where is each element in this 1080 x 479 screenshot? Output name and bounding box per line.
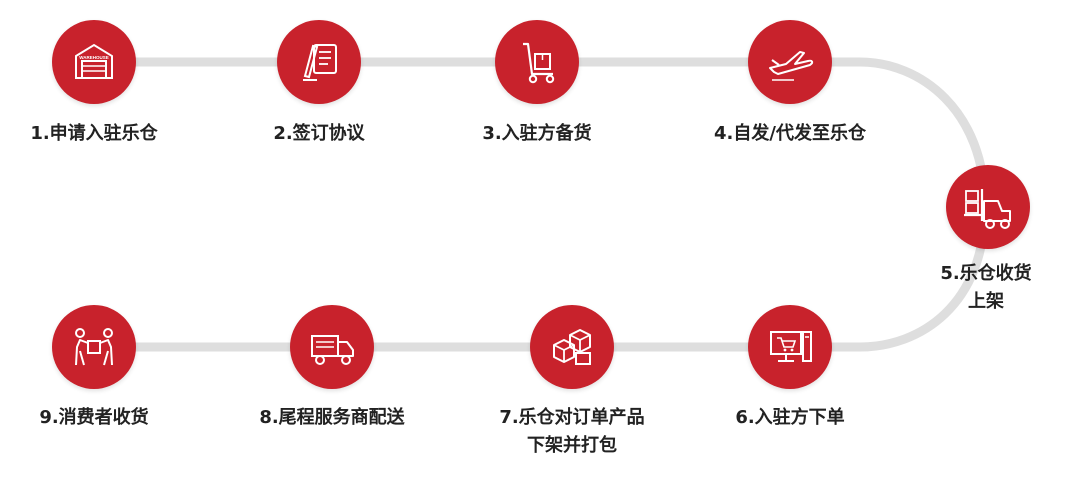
step-3-circle xyxy=(495,20,579,104)
boxes-icon xyxy=(553,329,591,365)
step-9-circle xyxy=(52,305,136,389)
person-receiving-icon xyxy=(75,328,113,366)
step-8-circle xyxy=(290,305,374,389)
step-1-label: 1.申请入驻乐仓 xyxy=(30,123,158,144)
warehouse-icon: WAREHOUSE xyxy=(75,43,113,79)
step-4-label: 4.自发/代发至乐仓 xyxy=(714,123,866,144)
airplane-icon xyxy=(769,51,814,81)
step-7-circle xyxy=(530,305,614,389)
step-6-label: 6.入驻方下单 xyxy=(735,407,845,428)
step-9-label: 9.消费者收货 xyxy=(39,407,149,428)
warehouse-sign-text: WAREHOUSE xyxy=(79,55,109,60)
step-2-circle xyxy=(277,20,361,104)
step-5-label: 5.乐仓收货上架 xyxy=(940,263,1032,312)
step-4-circle xyxy=(748,20,832,104)
step-8-label: 8.尾程服务商配送 xyxy=(259,407,405,428)
forklift-icon xyxy=(964,189,1011,229)
contract-pen-icon xyxy=(303,44,337,81)
computer-order-icon xyxy=(770,331,812,362)
step-1-circle: WAREHOUSE xyxy=(52,20,136,104)
step-2-label: 2.签订协议 xyxy=(273,123,365,144)
delivery-truck-icon xyxy=(311,335,354,365)
step-6-circle xyxy=(748,305,832,389)
step-3-label: 3.入驻方备货 xyxy=(482,123,592,144)
hand-truck-icon xyxy=(523,42,555,84)
step-7-label: 7.乐仓对订单产品 下架并打包 xyxy=(499,407,645,456)
step-5-circle xyxy=(946,165,1030,249)
